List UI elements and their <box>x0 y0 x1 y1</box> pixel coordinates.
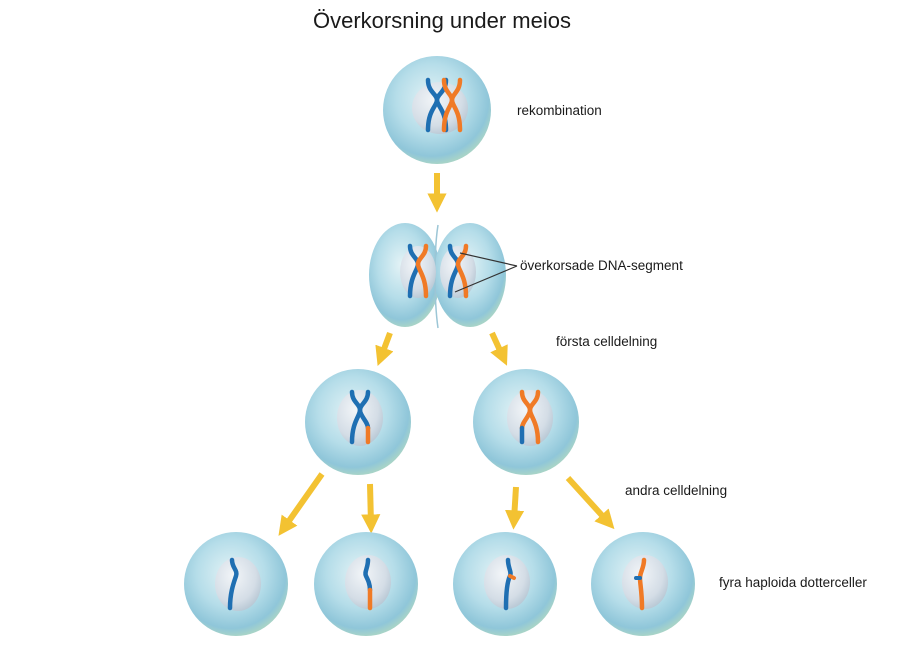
daughter-cell-4 <box>591 532 695 636</box>
daughter-cell-2 <box>314 532 418 636</box>
cell-second-right <box>473 369 579 475</box>
daughter-cell-1 <box>184 532 288 636</box>
parent-cell <box>383 56 491 164</box>
arrow-ll <box>278 472 325 536</box>
label-recombination: rekombination <box>517 103 602 118</box>
diagram-title: Överkorsning under meios <box>313 8 571 33</box>
label-daughter-cells: fyra haploida dotterceller <box>719 575 867 590</box>
arrow-right-1 <box>489 331 508 366</box>
arrow-left-1 <box>375 331 394 366</box>
label-first-division: första celldelning <box>556 334 657 349</box>
label-second-division: andra celldelning <box>625 483 727 498</box>
label-crossed-segments: överkorsade DNA-segment <box>520 258 683 273</box>
dividing-cell <box>369 223 518 329</box>
pointer-line-1 <box>459 252 518 267</box>
chromosome-right <box>447 243 469 299</box>
cell-second-left <box>305 369 411 475</box>
daughter-cell-3 <box>453 532 557 636</box>
arrow-rr <box>565 475 615 530</box>
arrow-lr <box>361 483 381 534</box>
chromosome-left <box>407 243 429 299</box>
arrow-rl <box>504 486 525 530</box>
chromosome-pair <box>425 77 463 133</box>
pointer-line-2 <box>454 265 518 293</box>
